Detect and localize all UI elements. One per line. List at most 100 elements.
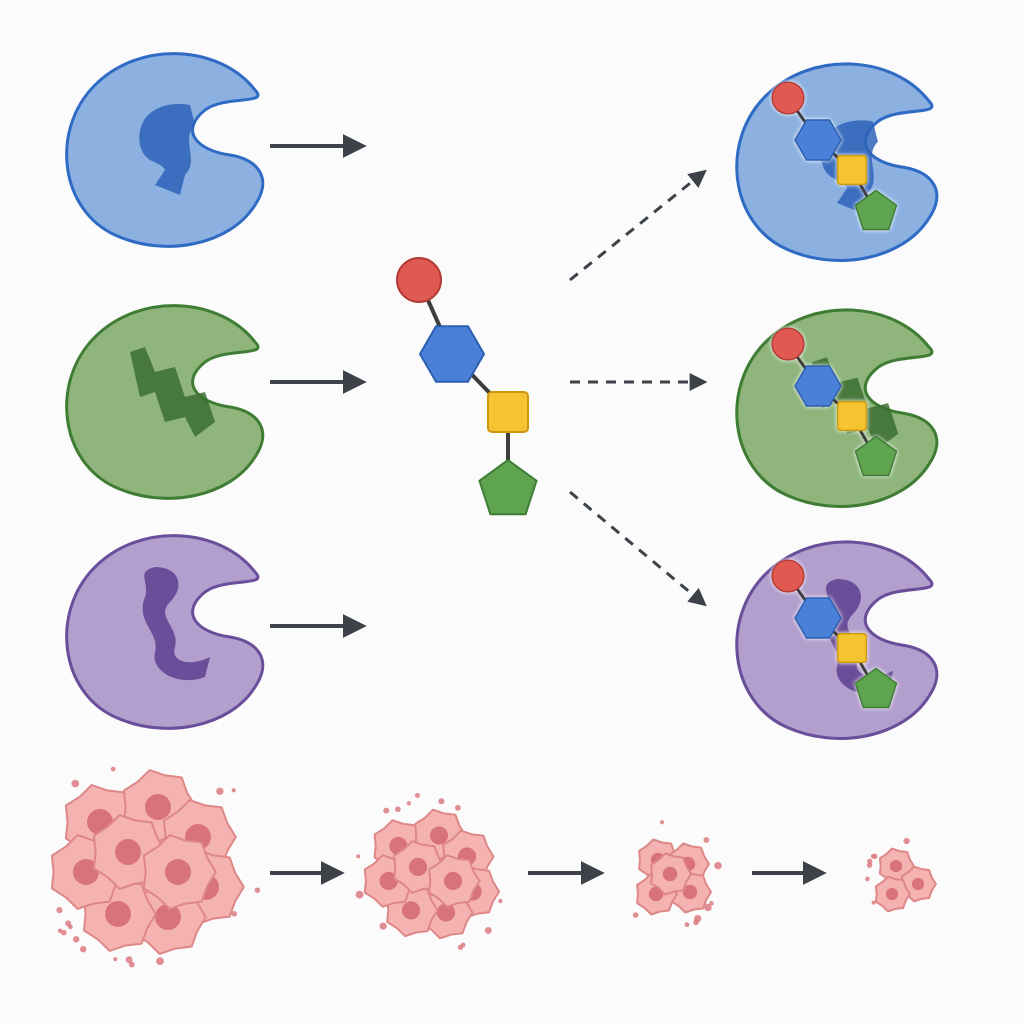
debris-dot bbox=[356, 854, 361, 859]
binding-pocket bbox=[139, 104, 195, 195]
complex-green bbox=[735, 308, 939, 508]
complexes-right-column bbox=[735, 62, 939, 740]
debris-dot bbox=[714, 861, 722, 870]
cell-nucleus bbox=[115, 839, 141, 865]
debris-dot bbox=[125, 956, 133, 964]
pentagon-group bbox=[478, 458, 538, 516]
debris-dot bbox=[694, 914, 702, 923]
ligand-molecule bbox=[396, 257, 538, 516]
debris-dot bbox=[383, 807, 390, 814]
debris-dot bbox=[71, 779, 80, 788]
cell-nucleus bbox=[401, 901, 421, 920]
cell-nucleus bbox=[662, 866, 678, 882]
debris-dot bbox=[79, 945, 87, 953]
debris-dot bbox=[484, 926, 492, 934]
tumor-cell bbox=[650, 852, 692, 896]
cell-nucleus bbox=[165, 859, 191, 885]
debris-dot bbox=[866, 862, 873, 868]
cell-nucleus bbox=[73, 859, 99, 885]
cell-nucleus bbox=[436, 903, 456, 922]
hexagon-group bbox=[418, 325, 486, 383]
tumor-cell bbox=[900, 865, 937, 903]
cell-nucleus bbox=[889, 859, 903, 873]
complex-purple bbox=[735, 540, 939, 740]
circle-group bbox=[771, 327, 805, 361]
circle-group bbox=[771, 559, 805, 593]
cell-nucleus bbox=[648, 886, 664, 902]
ligand-central bbox=[396, 257, 538, 516]
cell-nucleus bbox=[885, 887, 899, 901]
square-group bbox=[836, 400, 868, 432]
debris-dot bbox=[684, 922, 690, 928]
hexagon-group bbox=[794, 365, 842, 407]
circle-group bbox=[396, 257, 442, 303]
cell-nucleus bbox=[145, 794, 171, 820]
debris-dot bbox=[113, 957, 118, 962]
debris-dot bbox=[231, 788, 236, 793]
square-group bbox=[487, 391, 529, 433]
bound-ligand bbox=[771, 81, 898, 231]
dashed-arrow-to-blue bbox=[569, 169, 707, 282]
binding-pocket bbox=[824, 579, 894, 695]
enzymes-left-column bbox=[65, 52, 265, 730]
debris-dot bbox=[867, 858, 873, 864]
bound-ligand bbox=[771, 559, 898, 709]
debris-dot bbox=[231, 910, 238, 917]
tumor-stage-3 bbox=[632, 820, 722, 928]
debris-dot bbox=[454, 804, 461, 811]
tumor-stage-2 bbox=[355, 792, 503, 950]
circle-group bbox=[771, 81, 805, 115]
debris-dot bbox=[498, 898, 503, 904]
cell-nucleus bbox=[379, 871, 398, 891]
cell-nucleus bbox=[155, 904, 181, 930]
enzyme-body bbox=[735, 308, 939, 508]
cell-nucleus bbox=[911, 877, 925, 891]
debris-dot bbox=[128, 961, 135, 968]
bound-ligand bbox=[771, 327, 898, 477]
debris-dot bbox=[406, 801, 412, 806]
enzyme-arrows bbox=[270, 134, 367, 638]
cell-nucleus bbox=[443, 871, 463, 891]
debris-dot bbox=[72, 936, 80, 943]
debris-dot bbox=[414, 792, 421, 799]
hexagon-group bbox=[794, 597, 842, 639]
tumor-cell bbox=[428, 854, 481, 908]
debris-dot bbox=[457, 944, 464, 950]
debris-dot bbox=[61, 929, 67, 936]
debris-dot bbox=[709, 901, 714, 906]
debris-dot bbox=[67, 924, 73, 930]
debris-dot bbox=[865, 876, 870, 882]
debris-dot bbox=[395, 806, 401, 813]
binding-arrows bbox=[569, 169, 708, 607]
enzyme-purple bbox=[65, 534, 265, 730]
dashed-arrow-to-purple bbox=[569, 490, 707, 607]
cell-nucleus bbox=[105, 901, 131, 927]
complex-blue bbox=[735, 62, 939, 262]
cell-nucleus bbox=[408, 857, 428, 877]
debris-dot bbox=[903, 837, 910, 845]
hexagon-group bbox=[794, 119, 842, 161]
debris-dot bbox=[659, 820, 665, 825]
enzyme-blue bbox=[65, 52, 265, 248]
debris-dot bbox=[379, 922, 387, 930]
binding-pocket bbox=[130, 347, 215, 437]
debris-dot bbox=[703, 837, 710, 843]
tumor-cell bbox=[874, 875, 911, 913]
pentagon-group bbox=[854, 667, 898, 709]
tumor-stage-1 bbox=[50, 766, 261, 968]
cell-nucleus bbox=[429, 826, 449, 845]
debris-dot bbox=[872, 853, 878, 860]
debris-dot bbox=[254, 887, 261, 893]
debris-dot bbox=[438, 798, 445, 805]
pentagon-group bbox=[854, 435, 898, 477]
square-group bbox=[836, 632, 868, 664]
tumor-stage-4 bbox=[865, 837, 937, 913]
debris-dot bbox=[156, 957, 164, 965]
tumor-shrinkage-row bbox=[50, 766, 937, 968]
cell-nucleus bbox=[682, 884, 698, 900]
debris-dot bbox=[632, 912, 639, 918]
debris-dot bbox=[704, 903, 712, 912]
pentagon-group bbox=[854, 189, 898, 231]
debris-dot bbox=[110, 766, 116, 772]
